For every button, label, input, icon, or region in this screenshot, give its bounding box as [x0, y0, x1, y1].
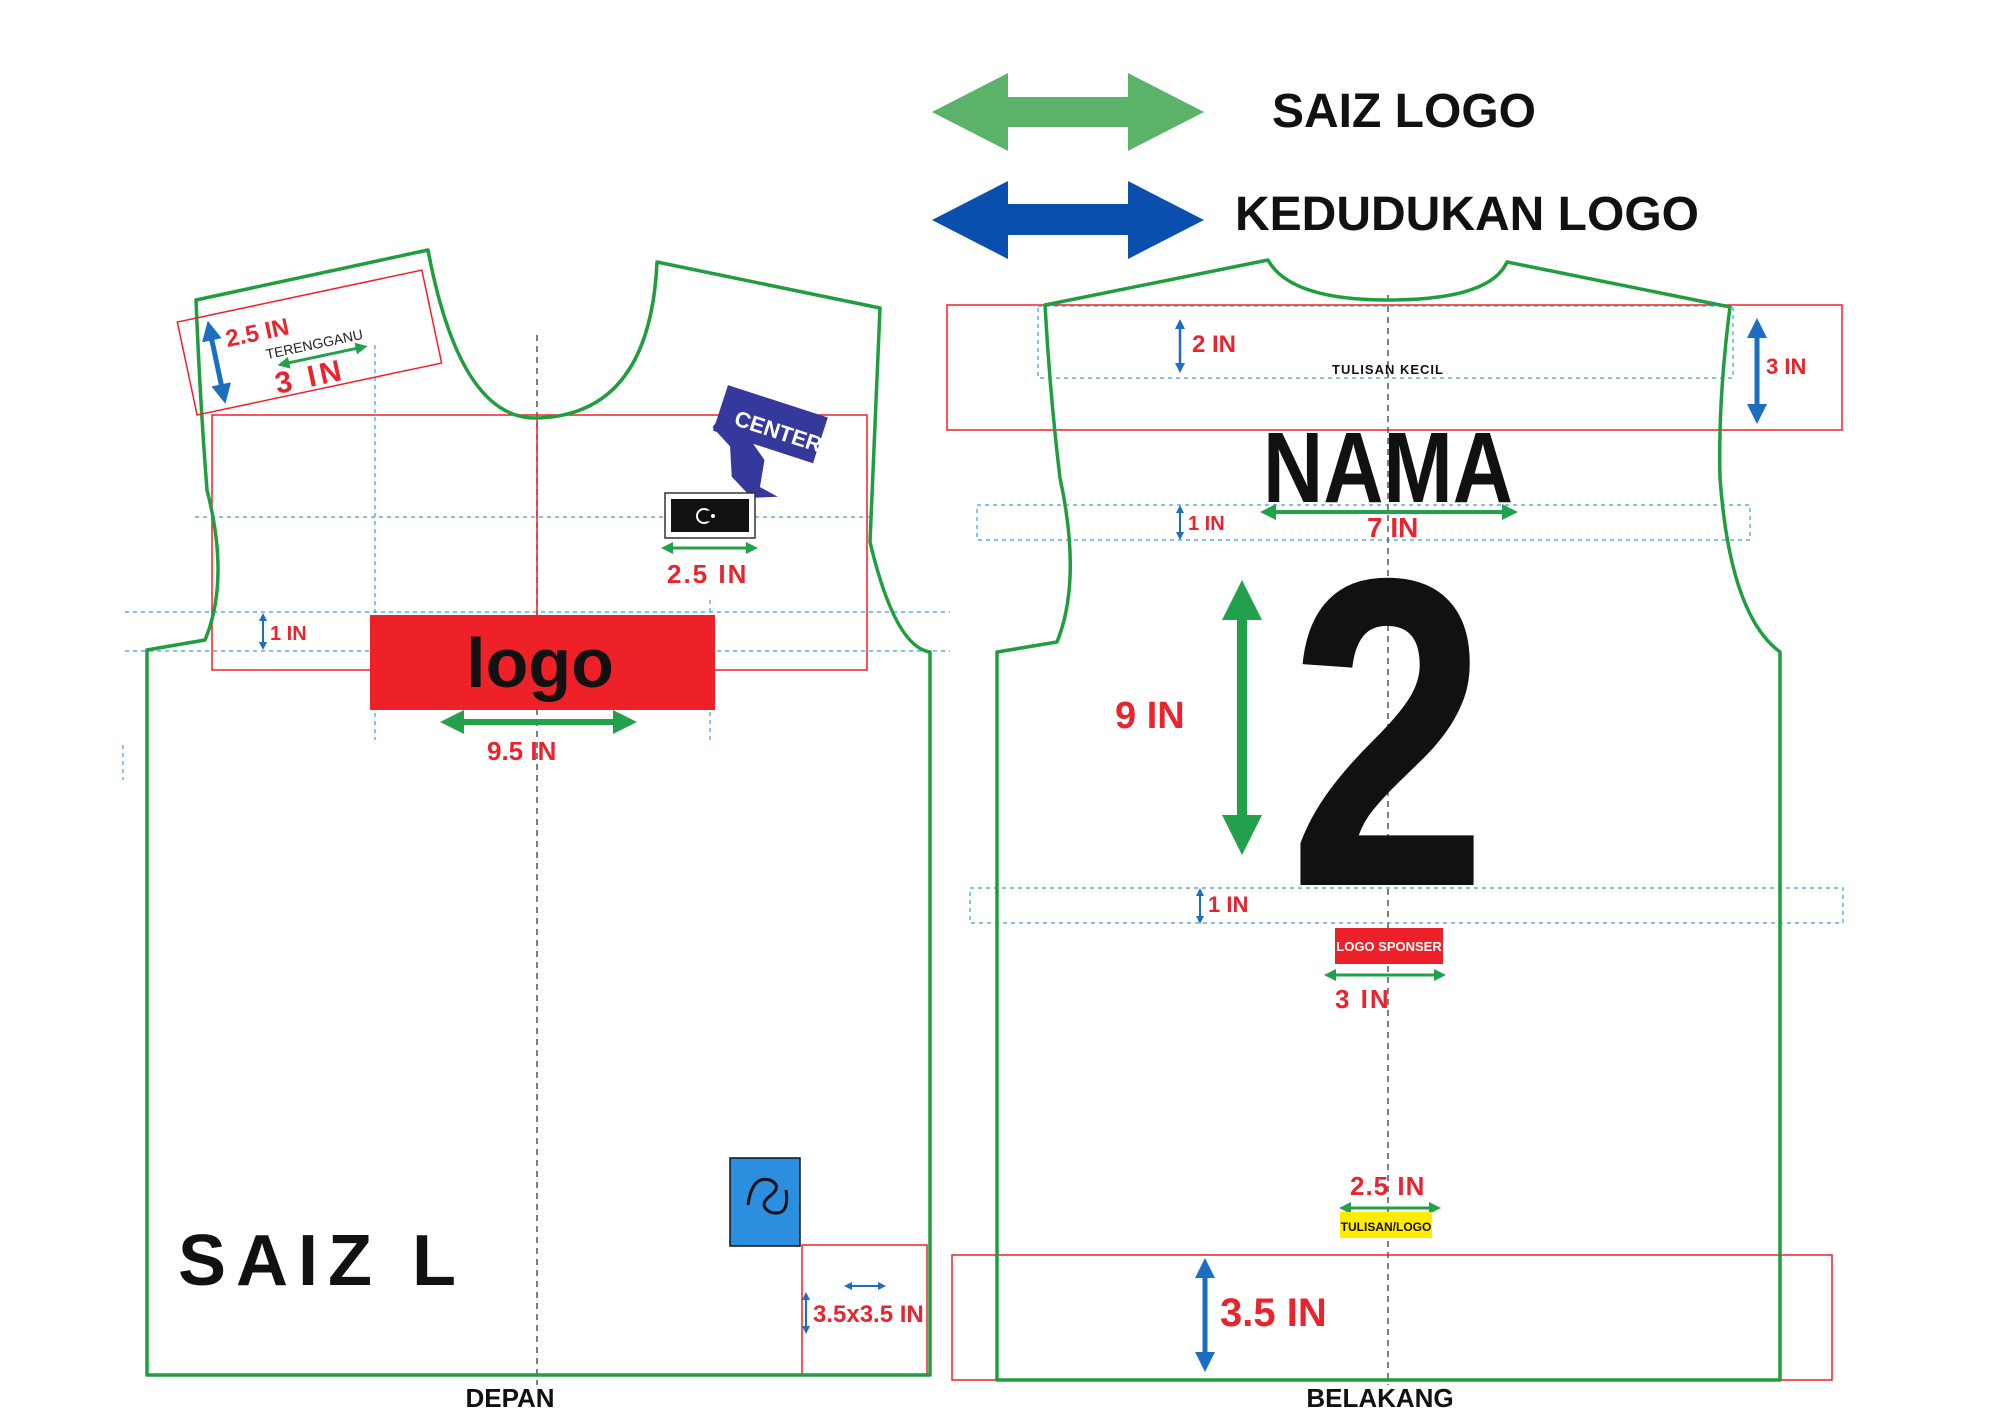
back-small-text: TULISAN KECIL	[1332, 362, 1444, 377]
sponsor-logo-block	[1335, 928, 1443, 964]
front-jersey: 2.5 IN TERENGGANU 3 IN CENTER 2.5 IN 1 I…	[122, 248, 950, 1413]
bottom-logo-text: TULISAN/LOGO	[1341, 1220, 1432, 1234]
bottom-band-label: 3.5 IN	[1220, 1291, 1327, 1335]
main-logo-width-label: 9.5 IN	[487, 736, 556, 766]
brand-tag-box	[729, 1157, 801, 1247]
front-gap-label: 1 IN	[270, 623, 307, 645]
sponsor-width-label: 3 IN	[1335, 984, 1391, 1014]
number-height-label: 9 IN	[1115, 695, 1185, 737]
back-top-band	[946, 304, 1843, 431]
size-label: SAIZ L	[178, 1221, 466, 1301]
bottom-logo-width-label: 2.5 IN	[1350, 1171, 1425, 1201]
main-logo-block	[370, 615, 715, 710]
legend: SAIZ LOGO KEDUDUKAN LOGO	[932, 73, 1699, 259]
shoulder-badge-box	[176, 269, 443, 416]
number-gap-label: 1 IN	[1208, 892, 1248, 917]
corner-size-label: 3.5x3.5 IN	[813, 1301, 924, 1328]
shoulder-badge-height-arrow	[202, 320, 232, 404]
main-logo-text: logo	[466, 624, 614, 702]
brand-tag	[729, 1157, 801, 1247]
state-flag: 2.5 IN	[661, 492, 758, 589]
center-tag: CENTER	[712, 385, 828, 498]
shoulder-badge: 2.5 IN TERENGGANU 3 IN	[176, 269, 443, 416]
front-shirt-outline	[145, 248, 932, 1377]
position-legend-label: KEDUDUKAN LOGO	[1235, 188, 1699, 241]
name-width-label: 7 IN	[1367, 512, 1418, 543]
back-band-height-label: 3 IN	[1766, 354, 1806, 379]
shoulder-badge-width-arrow	[277, 342, 368, 369]
back-jersey: 2 IN TULISAN KECIL 3 IN NAMA 7 IN 1 IN 2…	[946, 258, 1844, 1413]
flag-crescent-mask	[702, 510, 714, 522]
back-shirt-outline	[995, 258, 1782, 1382]
front-caption: DEPAN	[465, 1383, 554, 1413]
shoulder-badge-width: 3 IN	[272, 354, 348, 401]
brand-logo-icon	[746, 1177, 789, 1215]
player-number: 2	[1288, 488, 1488, 979]
back-top-gap-label: 2 IN	[1192, 331, 1236, 358]
bottom-logo-block	[1340, 1212, 1432, 1238]
flag-star-icon	[711, 514, 715, 518]
size-legend-arrow	[932, 73, 1204, 151]
sponsor-logo-text: LOGO SPONSER	[1336, 939, 1442, 954]
back-number-zone	[969, 887, 1844, 924]
back-caption: BELAKANG	[1306, 1383, 1453, 1413]
size-legend-label: SAIZ LOGO	[1272, 85, 1536, 138]
position-legend-arrow	[932, 181, 1204, 259]
center-tag-box	[713, 385, 828, 464]
back-bottom-band	[951, 1254, 1833, 1381]
flag-width-label: 2.5 IN	[667, 559, 748, 589]
back-small-text-zone	[1037, 305, 1734, 379]
name-gap-label: 1 IN	[1188, 513, 1225, 535]
